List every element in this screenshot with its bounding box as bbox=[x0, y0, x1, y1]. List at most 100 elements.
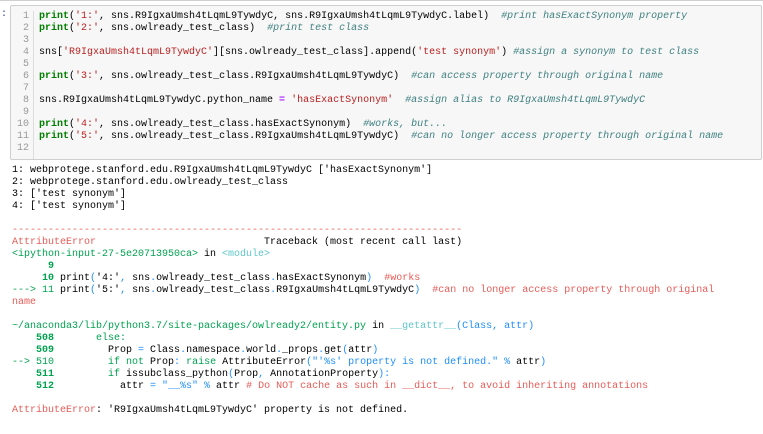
code-token: . bbox=[318, 345, 325, 356]
line-number: 10 bbox=[16, 119, 29, 130]
code-token: Prop bbox=[144, 357, 175, 368]
code-token: in bbox=[366, 321, 391, 332]
code-token: '5:' bbox=[96, 285, 121, 296]
code-line bbox=[39, 83, 723, 95]
code-token: in bbox=[198, 249, 223, 260]
code-token: #can access property through original na… bbox=[411, 71, 664, 82]
code-token: hasExactSynonym bbox=[276, 273, 367, 284]
line-number: 7 bbox=[22, 83, 29, 94]
code-token: print bbox=[39, 71, 70, 82]
code-token: (Class, attr) bbox=[456, 321, 535, 332]
code-token: , bbox=[120, 273, 133, 284]
code-token: . bbox=[270, 285, 277, 296]
code-token: owlready_test_class bbox=[156, 285, 271, 296]
code-token: AnnotationProperty bbox=[270, 369, 379, 380]
cell-output: 1: webprotege.stanford.edu.R9IgxaUmsh4tL… bbox=[12, 165, 714, 417]
code-token: AttributeError bbox=[216, 357, 307, 368]
code-token: #can no longer access property through o… bbox=[420, 285, 715, 296]
output-line: <ipython-input-27-5e20713950ca> in <modu… bbox=[12, 249, 714, 261]
code-token: attr bbox=[216, 381, 247, 392]
code-token: ( bbox=[69, 131, 76, 142]
code-line bbox=[39, 59, 723, 71]
output-line: AttributeError: 'R9IgxaUmsh4tLqmL9TywdyC… bbox=[12, 405, 714, 417]
output-line: 2: webprotege.stanford.edu.owlready_test… bbox=[12, 177, 714, 189]
code-token: , sns.owlready_test_class.hasExactSynony… bbox=[99, 119, 364, 130]
output-line bbox=[12, 393, 714, 405]
line-number: 11 bbox=[16, 131, 29, 142]
code-token: 512 bbox=[12, 381, 55, 392]
code-token: 9 bbox=[12, 261, 55, 272]
code-token: <module> bbox=[222, 249, 271, 260]
output-line: --> 510 if not Prop: raise AttributeErro… bbox=[12, 357, 714, 369]
output-line: 511 if issubclass_python(Prop, Annotatio… bbox=[12, 369, 714, 381]
code-token: Prop bbox=[234, 369, 259, 380]
output-line: ~/anaconda3/lib/python3.7/site-packages/… bbox=[12, 321, 714, 333]
line-number: 5 bbox=[22, 59, 29, 70]
code-token: , sns.owlready_test_class.R9IgxaUmsh4tLq… bbox=[99, 71, 412, 82]
output-line: 3: ['test synonym'] bbox=[12, 189, 714, 201]
code-token: '5:' bbox=[75, 131, 100, 142]
output-line: 509 Prop = Class.namespace.world._props.… bbox=[12, 345, 714, 357]
output-line: 508 else: bbox=[12, 333, 714, 345]
code-token: else: bbox=[54, 333, 127, 344]
code-token: sns[ bbox=[39, 47, 64, 58]
code-token: . bbox=[150, 285, 157, 296]
code-token: <ipython-input-27-5e20713950ca> bbox=[12, 249, 199, 260]
code-token: ( bbox=[69, 23, 76, 34]
code-token: print bbox=[54, 285, 91, 296]
code-token: ("'%s' property is not defined." % bbox=[306, 357, 517, 368]
code-token: AttributeError bbox=[12, 405, 97, 416]
code-token: ) bbox=[540, 357, 547, 368]
code-token: 'hasExactSynonym' bbox=[291, 95, 394, 106]
code-token: , sns.owlready_test_class.R9IgxaUmsh4tLq… bbox=[99, 131, 412, 142]
code-token: ( bbox=[90, 285, 97, 296]
code-token: 3: ['test synonym'] bbox=[12, 189, 127, 200]
code-token: namespace bbox=[186, 345, 241, 356]
line-number: 8 bbox=[22, 95, 29, 106]
code-editor[interactable]: print('1:', sns.R9IgxaUmsh4tLqmL9TywdyC,… bbox=[39, 11, 723, 155]
output-line: 1: webprotege.stanford.edu.R9IgxaUmsh4tL… bbox=[12, 165, 714, 177]
code-line: sns['R9IgxaUmsh4tLqmL9TywdyC'][sns.owlre… bbox=[39, 47, 723, 59]
code-token: '4:' bbox=[75, 119, 100, 130]
code-token: if not bbox=[54, 357, 145, 368]
code-token: Class bbox=[150, 345, 181, 356]
code-token: sns.R9IgxaUmsh4tLqmL9TywdyC.python_name bbox=[39, 95, 280, 106]
output-line bbox=[12, 309, 714, 321]
code-token: sns bbox=[132, 273, 151, 284]
code-token: . bbox=[276, 345, 283, 356]
code-token: get bbox=[324, 345, 343, 356]
output-line: ---> 11 print('5:', sns.owlready_test_cl… bbox=[12, 285, 714, 297]
code-token: attr bbox=[516, 357, 541, 368]
code-token: 511 bbox=[12, 369, 55, 380]
code-line: print('4:', sns.owlready_test_class.hasE… bbox=[39, 119, 723, 131]
code-line: print('5:', sns.owlready_test_class.R9Ig… bbox=[39, 131, 723, 143]
code-line: print('1:', sns.R9IgxaUmsh4tLqmL9TywdyC,… bbox=[39, 11, 723, 23]
code-token: #print hasExactSynonym property bbox=[501, 11, 688, 22]
code-token: ( bbox=[69, 11, 76, 22]
code-token: if bbox=[54, 369, 121, 380]
line-number: 12 bbox=[16, 143, 29, 154]
code-token: 4: ['test synonym'] bbox=[12, 201, 127, 212]
code-token: ) bbox=[372, 345, 379, 356]
code-token: '2:' bbox=[75, 23, 100, 34]
code-token: ~/anaconda3/lib/python3.7/site-packages/… bbox=[12, 321, 367, 332]
code-token: ) bbox=[501, 47, 514, 58]
code-token: ----------------------------------------… bbox=[12, 225, 463, 236]
code-token: world bbox=[246, 345, 277, 356]
output-line: name bbox=[12, 297, 714, 309]
code-token: owlready_test_class bbox=[156, 273, 271, 284]
code-token: 1: webprotege.stanford.edu.R9IgxaUmsh4tL… bbox=[12, 165, 433, 176]
output-line: 4: ['test synonym'] bbox=[12, 201, 714, 213]
output-line: 10 print('4:', sns.owlready_test_class.h… bbox=[12, 273, 714, 285]
code-line bbox=[39, 35, 723, 47]
code-token: '1:' bbox=[75, 11, 100, 22]
code-token: ( bbox=[228, 369, 235, 380]
code-token: ) bbox=[366, 273, 373, 284]
cell-prompt: : bbox=[1, 9, 8, 20]
code-line bbox=[39, 143, 723, 155]
code-token: #assign alias to R9IgxaUmsh4tLqmL9TywdyC bbox=[405, 95, 646, 106]
line-number: 6 bbox=[22, 71, 29, 82]
output-line bbox=[12, 213, 714, 225]
code-token: = bbox=[138, 345, 151, 356]
